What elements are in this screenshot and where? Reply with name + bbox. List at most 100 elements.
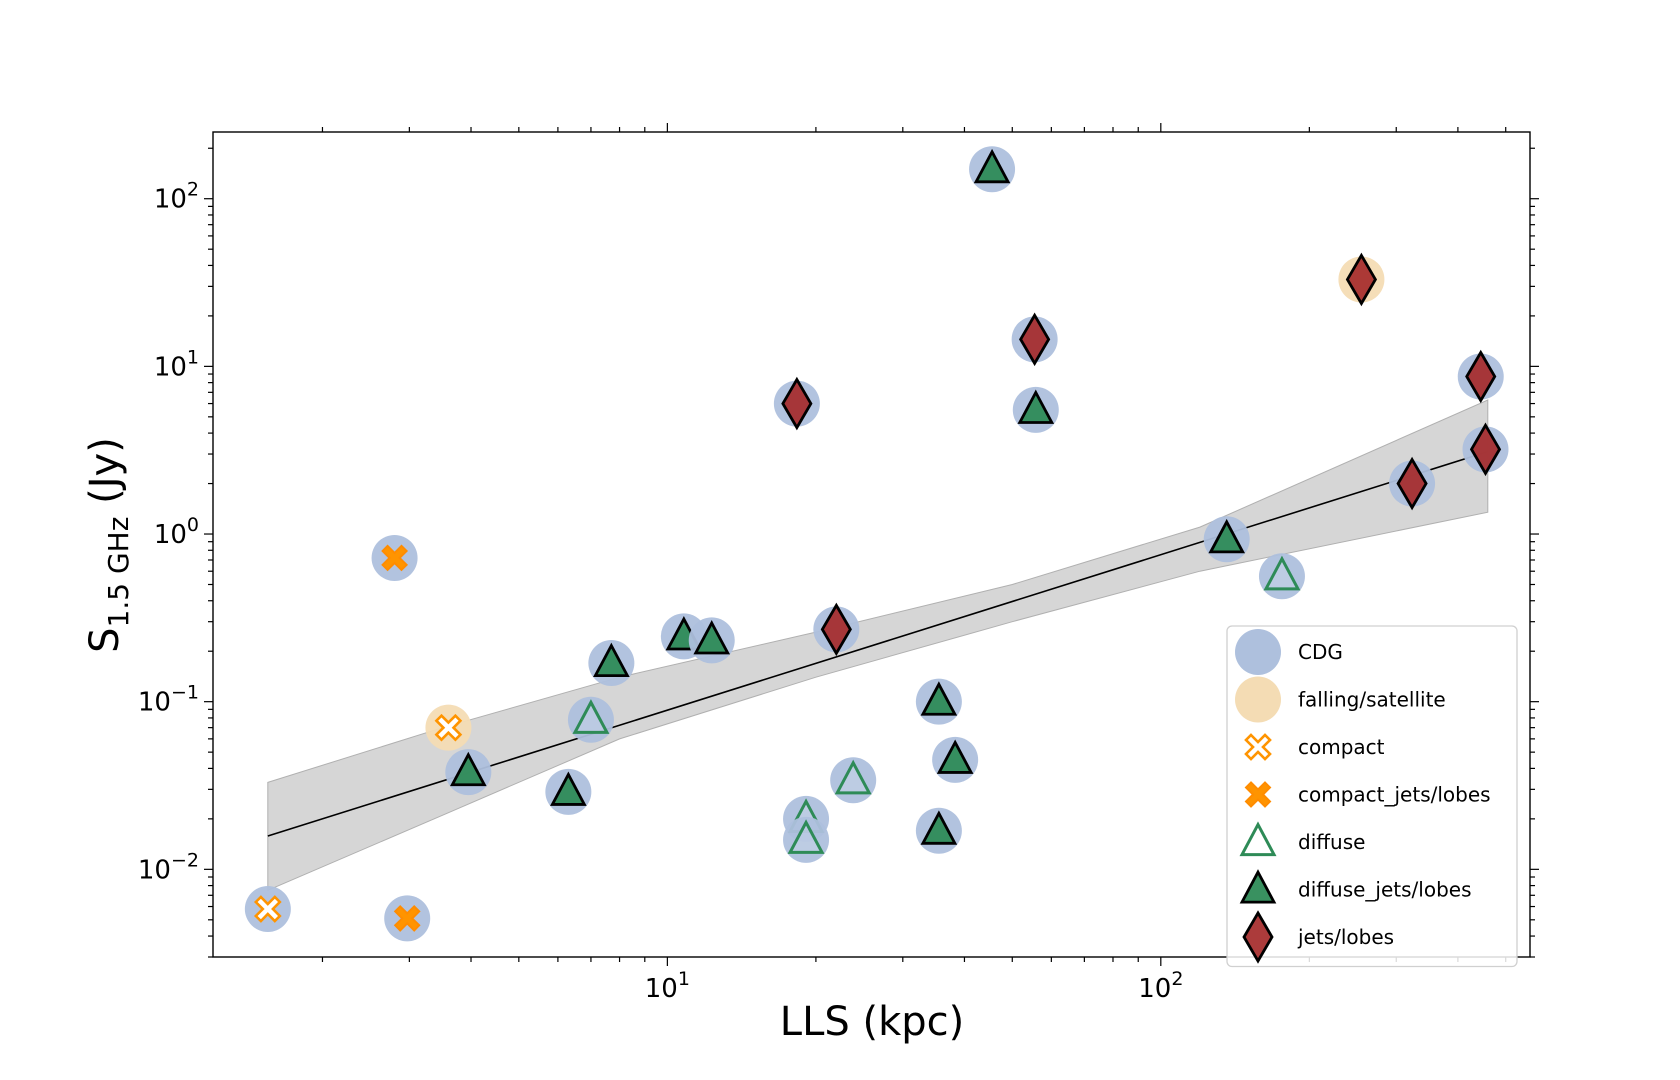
x-tick-label-base: 10 — [645, 974, 678, 1004]
marker-jets — [781, 376, 813, 431]
y-tick-label: 10−1 — [138, 682, 199, 718]
data-point — [384, 895, 431, 942]
data-point — [688, 617, 735, 664]
marker-diffuse-jets — [920, 810, 958, 845]
legend-label: compact_jets/lobes — [1298, 783, 1491, 807]
x-axis-title: LLS (kpc) — [780, 999, 964, 1045]
data-point — [1012, 386, 1059, 433]
legend-marker-compact-jets — [1244, 781, 1272, 808]
y-tick-label-base: 10 — [154, 352, 187, 382]
data-point — [773, 376, 820, 431]
confidence-band — [267, 399, 1489, 892]
marker-compact-jets — [393, 904, 421, 932]
confidence-band-layer — [267, 399, 1489, 892]
legend-item: falling/satellite — [1235, 676, 1446, 723]
legend-item: diffuse — [1239, 821, 1365, 857]
y-tick-label-base: 10 — [154, 185, 187, 215]
x-tick-label-exp: 2 — [1171, 968, 1183, 990]
marker-diffuse — [1263, 555, 1301, 591]
y-tick-label-exp: 1 — [187, 346, 199, 368]
marker-diffuse-jets — [1017, 389, 1055, 424]
data-point — [445, 749, 492, 796]
marker-diffuse-jets — [693, 620, 731, 655]
marker-jets — [1469, 422, 1502, 477]
data-point — [932, 736, 979, 783]
marker-jets — [1345, 252, 1378, 307]
marker-diffuse-jets — [936, 739, 974, 774]
y-tick-label-base: 10 — [138, 688, 171, 718]
legend-item: CDG — [1235, 629, 1343, 675]
legend-label: diffuse_jets/lobes — [1298, 878, 1472, 902]
legend-label: diffuse — [1298, 830, 1365, 854]
marker-jets — [1465, 349, 1497, 404]
marker-diffuse-jets — [593, 642, 630, 678]
y-axis-title: S1.5 GHz (Jy) — [82, 437, 135, 653]
legend-label: falling/satellite — [1298, 688, 1446, 712]
y-tick-label: 101 — [154, 346, 199, 382]
x-tick-label-exp: 1 — [678, 968, 690, 990]
y-tick-label-exp: 2 — [187, 179, 199, 201]
data-point — [1457, 349, 1504, 404]
data-point — [915, 807, 962, 854]
y-tick-label-base: 10 — [154, 520, 187, 550]
x-tick-label: 101 — [645, 968, 690, 1004]
marker-compact-jets — [381, 544, 409, 572]
y-axis-title-main: S — [82, 627, 128, 652]
y-tick-label-exp: −1 — [171, 682, 199, 704]
x-tick-label: 102 — [1138, 968, 1183, 1004]
legend-label: compact — [1298, 735, 1385, 759]
marker-diffuse — [787, 819, 825, 854]
y-axis-title-unit: (Jy) — [82, 437, 128, 516]
legend-marker-diffuse — [1239, 821, 1277, 857]
marker-diffuse-jets — [550, 771, 587, 806]
data-point — [969, 146, 1016, 193]
data-point — [588, 640, 635, 687]
y-tick-label-exp: 0 — [187, 514, 199, 536]
data-point — [1462, 422, 1509, 477]
data-point — [1011, 312, 1058, 367]
y-tick-label: 102 — [154, 179, 199, 215]
data-point — [783, 816, 830, 863]
legend-item: jets/lobes — [1242, 910, 1394, 964]
data-point — [567, 696, 614, 743]
y-tick-label-exp: −2 — [171, 849, 199, 871]
legend-label: CDG — [1298, 640, 1343, 664]
data-point — [1258, 553, 1305, 600]
legend-item: diffuse_jets/lobes — [1239, 869, 1472, 904]
marker-diffuse — [834, 759, 872, 795]
y-tick-label: 10−2 — [138, 849, 199, 885]
data-point — [830, 757, 877, 804]
legend-label: jets/lobes — [1297, 925, 1394, 949]
marker-diffuse-jets — [1208, 518, 1246, 554]
marker-jets — [1019, 312, 1051, 367]
marker-jets — [1396, 456, 1428, 511]
plot-frame — [212, 131, 1531, 958]
marker-diffuse-jets — [973, 148, 1011, 184]
data-point — [813, 602, 860, 657]
legend-marker-compact — [1244, 733, 1272, 761]
legend-box — [1226, 625, 1518, 968]
data-point — [1389, 456, 1436, 511]
marker-diffuse — [572, 699, 610, 734]
marker-compact — [253, 895, 282, 923]
legend: CDG falling/satellite compact compact_jets/… — [1226, 625, 1518, 968]
data-point — [1203, 516, 1250, 563]
marker-diffuse-jets — [449, 751, 487, 787]
marker-jets — [820, 602, 852, 657]
legend-item: compact — [1244, 733, 1385, 761]
data-point — [545, 768, 592, 815]
legend-cdg-circle — [1235, 629, 1281, 675]
legend-marker-jets — [1242, 910, 1274, 964]
legend-marker-diffuse-jets — [1239, 869, 1277, 904]
marker-compact — [434, 713, 463, 742]
legend-item: compact_jets/lobes — [1244, 781, 1491, 808]
marker-diffuse-jets — [920, 681, 958, 716]
data-point — [244, 885, 291, 932]
legend-falling-circle — [1235, 676, 1281, 723]
y-axis-title-sub: 1.5 GHz — [102, 517, 135, 628]
axes-layer — [212, 131, 1531, 958]
data-point — [915, 678, 962, 725]
data-point — [371, 534, 418, 581]
